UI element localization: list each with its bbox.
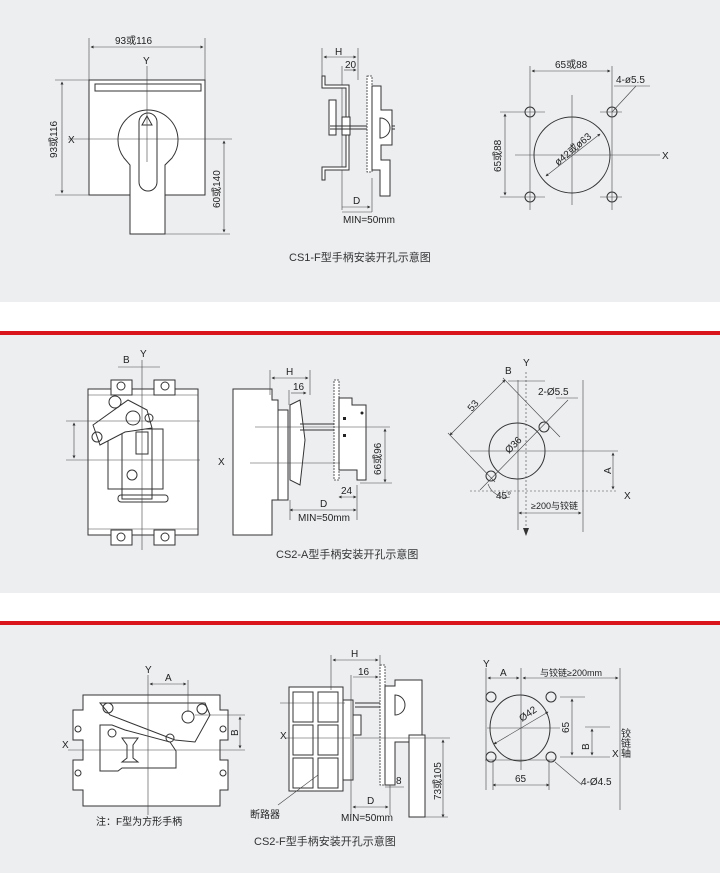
dim-a: A	[165, 673, 172, 684]
note: 注：F型为方形手柄	[96, 815, 182, 828]
red-divider	[0, 331, 720, 335]
dim-a: A	[500, 668, 507, 679]
dim-b: B	[505, 366, 512, 377]
dim-hole-spacing-h: 65或88	[555, 59, 588, 71]
caption-cs1f: CS1-F型手柄安装开孔示意图	[289, 250, 431, 264]
dim-front-height: 93或116	[48, 120, 60, 158]
dim-16: 16	[293, 382, 305, 393]
dim-b: B	[230, 729, 241, 736]
dim-24: 24	[341, 486, 353, 497]
axis-x-label: X	[68, 135, 75, 146]
cs1f-hole-pattern: 65或88 4-ø5.5 65或88 ø42或ø63 X	[492, 59, 669, 210]
dim-d: D	[320, 499, 327, 510]
axis-y-label: Y	[483, 659, 490, 670]
cs2f-front-view: Y A B X 注：F型为方形手柄	[62, 665, 245, 828]
hole-spec: 4-Ø4.5	[581, 777, 612, 788]
cs2f-hole-pattern: Y A 与铰链≥200mm Ø42 65 B X 铰链轴 65 4-Ø4.5	[483, 659, 631, 810]
axis-x-label: X	[612, 749, 619, 760]
axis-y-label: Y	[145, 665, 152, 676]
cs1f-front-view: 93或116 Y X 93或116 60或140	[48, 35, 232, 235]
cs2f-side-view: H 16 X 8 D MIN=50mm 断路器 73或105	[250, 649, 450, 824]
dim-d: D	[353, 196, 360, 207]
axis-x-label: X	[662, 151, 669, 162]
dim-8: 8	[396, 776, 402, 787]
dim-min: MIN=50mm	[298, 513, 350, 524]
axis-y-label: Y	[143, 56, 150, 67]
dim-20: 20	[345, 60, 357, 71]
dim-hole-spacing-v: 65或88	[492, 139, 504, 172]
dim-65-horizontal: 65	[515, 774, 527, 785]
axis-x-label: X	[218, 457, 225, 468]
dim-front-width: 93或116	[115, 35, 153, 47]
dim-a: A	[603, 467, 614, 474]
hole-spec: 2-Ø5.5	[538, 387, 569, 398]
axis-x-label: X	[624, 491, 631, 502]
dim-min: MIN=50mm	[343, 215, 395, 226]
dim-b: B	[581, 743, 592, 750]
cs2a-front-view: B Y X	[66, 349, 225, 550]
dim-h: H	[351, 649, 358, 660]
axis-y-label: Y	[523, 358, 530, 369]
caption-cs2f: CS2-F型手柄安装开孔示意图	[254, 834, 396, 848]
hinge-axis-label: 铰链轴	[619, 727, 631, 759]
dim-d: D	[367, 796, 374, 807]
red-divider	[0, 621, 720, 625]
cs2a-hole-pattern: Y B 2-Ø5.5 53 Ø36 A X 45° ≥200与铰链	[447, 358, 631, 536]
dim-handle-offset: 60或140	[211, 170, 223, 208]
caption-cs2a: CS2-A型手柄安装开孔示意图	[276, 547, 418, 561]
axis-x-label: X	[280, 731, 287, 742]
cs1f-side-view: H 20 D MIN=50mm	[321, 47, 395, 226]
dim-65-vertical: 65	[561, 721, 572, 733]
axis-y-label: Y	[140, 349, 147, 360]
dim-16: 16	[358, 667, 370, 678]
dim-min: MIN=50mm	[341, 813, 393, 824]
dim-h: H	[335, 47, 342, 58]
hole-spec: 4-ø5.5	[616, 75, 645, 86]
dim-b: B	[123, 355, 130, 366]
axis-x-label: X	[62, 740, 69, 751]
cs2a-side-view: H 16 66或96 24 D MIN=50mm	[232, 367, 392, 536]
hinge-distance: 与铰链≥200mm	[540, 667, 602, 678]
dim-66: 66或96	[372, 442, 384, 475]
dim-h: H	[286, 367, 293, 378]
dim-73: 73或105	[432, 762, 444, 800]
hinge-distance: ≥200与铰链	[531, 500, 578, 511]
breaker-label: 断路器	[250, 808, 280, 821]
angle-label: 45°	[496, 491, 511, 502]
